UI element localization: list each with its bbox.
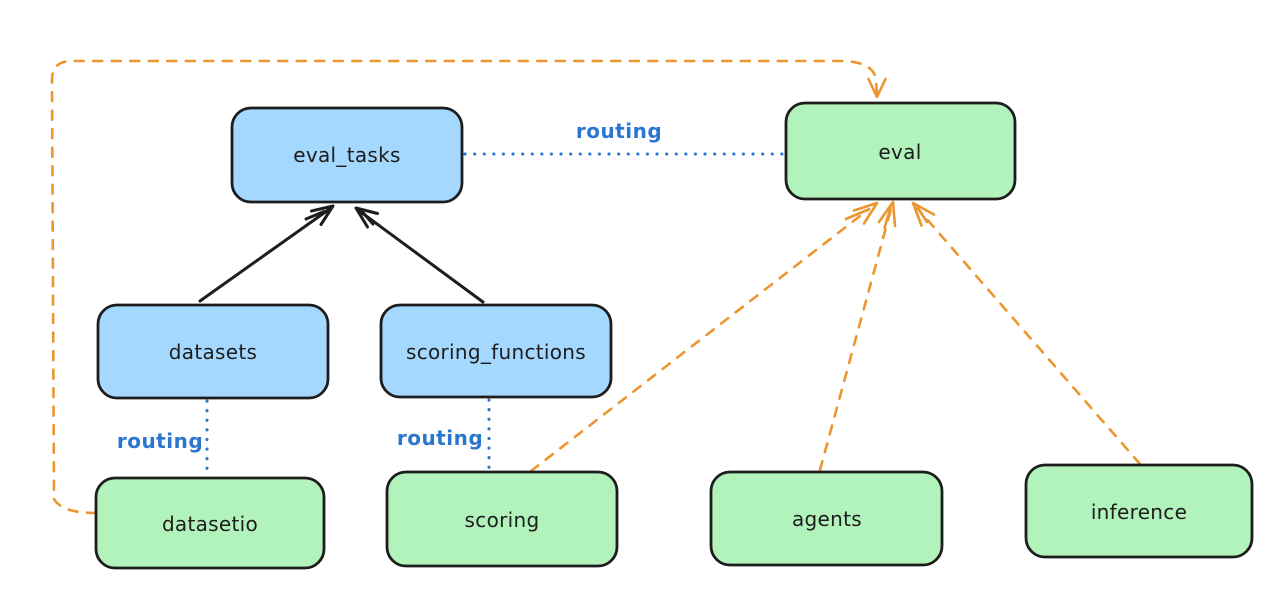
node-agents-label: agents (792, 507, 862, 531)
node-scoring-functions: scoring_functions (379, 303, 613, 399)
edge-datasets-to-eval-tasks-arrowhead-sketch (304, 210, 326, 221)
node-eval-tasks-box (230, 106, 464, 204)
edge-inference-to-eval-dashed (916, 207, 1142, 466)
edge-agents-to-eval-arrowhead-icon (877, 200, 897, 228)
edge-inference-to-eval-arrowhead-sketch (916, 206, 929, 224)
node-scoring: scoring (385, 470, 619, 568)
node-inference: inference (1024, 463, 1254, 559)
node-datasetio-box (94, 476, 326, 570)
node-eval: eval (784, 101, 1017, 201)
node-inference-box (1024, 463, 1254, 559)
node-eval-tasks-label: eval_tasks (293, 143, 400, 167)
node-scoring-label: scoring (465, 508, 540, 532)
node-datasetio: datasetio (94, 476, 326, 570)
edge-scoring-to-eval-arrowhead-sketch (844, 209, 868, 221)
edge-agents-to-eval-arrowhead-sketch (883, 206, 892, 230)
node-inference-label: inference (1091, 500, 1187, 524)
node-datasetio-label: datasetio (162, 512, 258, 536)
edge-scoring-to-eval-arrowhead-icon (852, 201, 879, 225)
edge-agents-to-eval-dashed (818, 207, 893, 472)
node-scoring-functions-label: scoring_functions (406, 340, 586, 364)
node-scoring-box (385, 470, 619, 568)
edge-datasets-to-eval-tasks-solid (198, 206, 333, 303)
node-scoring-functions-box (379, 303, 613, 399)
node-agents-box (709, 470, 944, 567)
edge-datasetio-to-eval-dashed (50, 59, 879, 515)
edge-scoring-to-eval-dashed (529, 207, 871, 473)
edge-scoring-functions-to-eval-tasks-solid (356, 208, 485, 304)
edge-inference-to-eval-arrowhead-icon (911, 201, 936, 227)
edge-label-routing-top: routing (576, 119, 662, 143)
node-agents: agents (709, 470, 944, 567)
edge-datasetio-to-eval-arrowhead-icon (867, 77, 887, 99)
node-datasets: datasets (96, 303, 330, 400)
edge-label-routing-left: routing (117, 429, 203, 453)
node-datasets-label: datasets (169, 340, 257, 364)
node-eval-box (784, 101, 1017, 201)
node-eval-label: eval (878, 140, 921, 164)
node-datasets-box (96, 303, 330, 400)
edge-scoring-functions-to-eval-tasks-arrowhead-icon (354, 206, 379, 229)
edge-label-routing-middle: routing (397, 426, 483, 450)
edge-scoring-functions-to-eval-tasks-arrowhead-sketch (361, 210, 375, 226)
node-eval-tasks: eval_tasks (230, 106, 464, 204)
edge-datasets-to-eval-tasks-arrowhead-icon (310, 204, 335, 226)
